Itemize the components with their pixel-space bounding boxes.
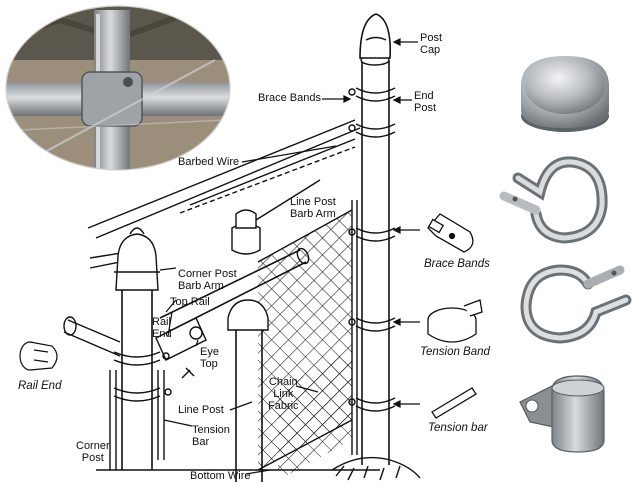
label-corner-post: Corner Post [76,440,110,464]
label-end-post: End Post [414,90,437,114]
eye-top-part [519,375,605,453]
tension-bar-part [431,387,477,419]
label-chain-link-fabric: Chain Link Fabric [268,376,299,412]
label-tension-band-part: Tension Band [420,346,490,358]
label-post-cap: Post Cap [420,32,443,56]
tension-band-part [427,299,483,343]
label-top-rail: Top Rail [170,296,210,308]
label-line-post: Line Post [178,404,224,416]
label-tension-bar: Tension Bar [192,424,230,448]
brace-band-part-2 [520,264,632,344]
fence-line-drawing [63,13,421,482]
label-brace-bands-part: Brace Bands [424,258,490,270]
label-brace-bands-top: Brace Bands [258,92,321,104]
label-eye-top: Eye Top [200,346,219,370]
label-line-post-barb-arm: Line Post Barb Arm [290,196,336,220]
label-rail-end-part: Rail End [18,380,62,392]
label-barbed-wire: Barbed Wire [178,156,240,168]
photo-inset [5,5,231,171]
label-bottom-wire: Bottom Wire [190,470,251,482]
brace-bands-part [427,213,474,253]
rail-end-part [19,341,58,371]
label-tension-bar-part: Tension bar [428,422,488,434]
label-corner-post-barb-arm: Corner Post Barb Arm [178,268,237,292]
post-cap-part [521,56,609,132]
label-rail-end: Rail End [152,316,172,340]
brace-band-part-1 [499,156,608,244]
leader-lines [159,38,420,475]
